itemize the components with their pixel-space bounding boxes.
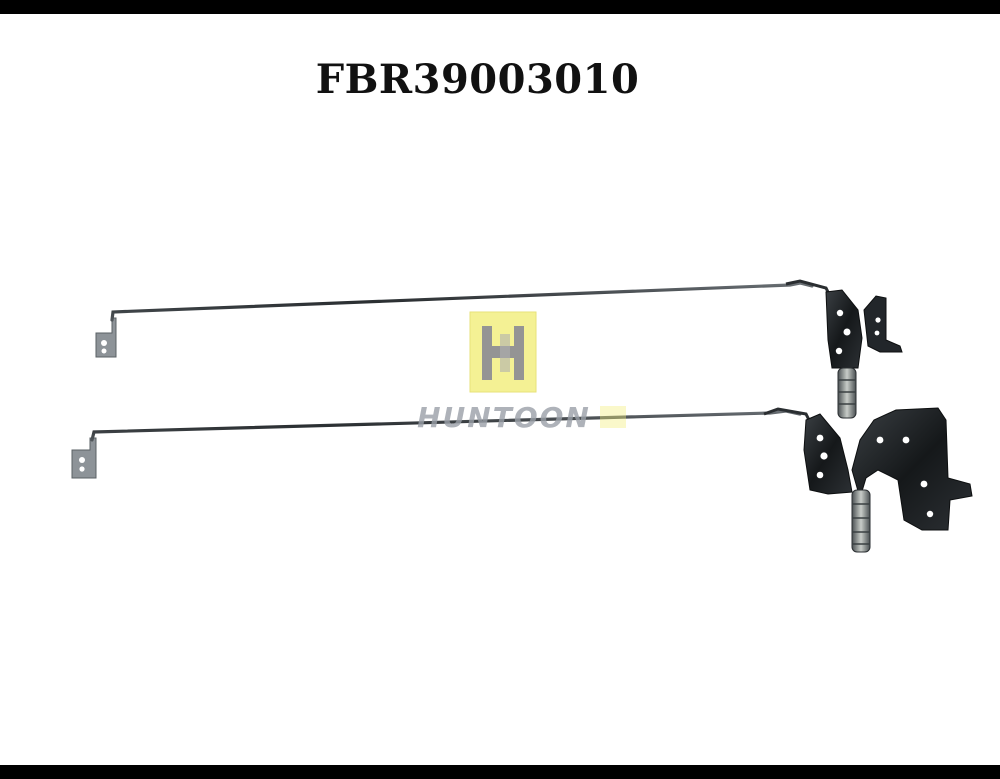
- upper-hinge: [95, 279, 903, 419]
- upper-hinge-left-tab: [95, 317, 117, 358]
- lower-hinge-spring: [851, 489, 871, 553]
- part-number-label: FBR39003010: [315, 56, 640, 103]
- top-border-bar: [0, 0, 1000, 14]
- huntoon-watermark: HUNTOON: [417, 311, 626, 434]
- upper-hinge-spring: [837, 367, 857, 419]
- upper-hinge-bracket: [825, 289, 863, 369]
- watermark-brand-text: HUNTOON: [417, 401, 591, 434]
- lower-hinge: [71, 407, 973, 553]
- upper-hinge-rod: [110, 281, 814, 322]
- bottom-border-bar: [0, 765, 1000, 779]
- lower-hinge-bracket: [803, 413, 853, 495]
